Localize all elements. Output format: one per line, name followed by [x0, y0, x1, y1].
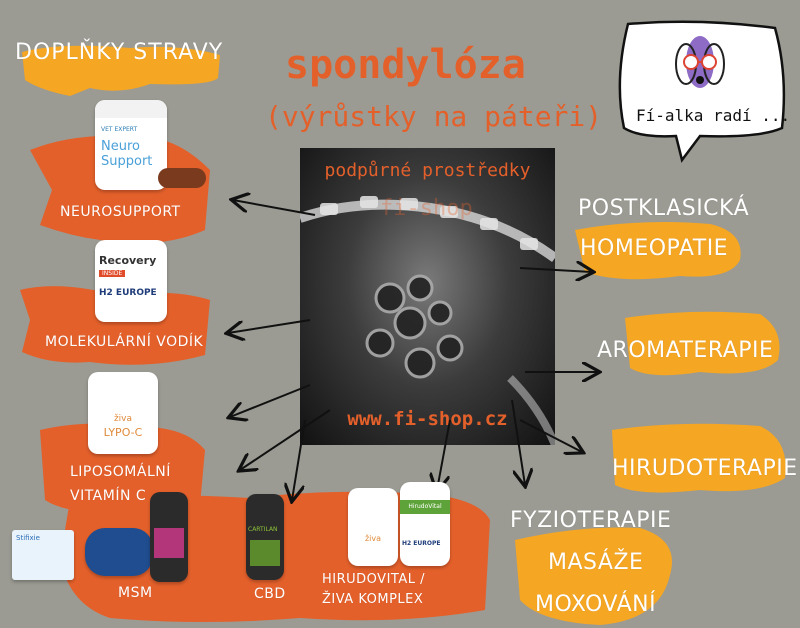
hydrogen-label: MOLEKULÁRNÍ VODÍK: [45, 334, 204, 350]
orange-brush-vitaminc: [40, 423, 205, 514]
yellow-brush-physiotherapy: [515, 527, 672, 625]
arrow-icon: [292, 419, 306, 500]
xray-image: podpůrné prostředky fi-shop www.fi-shop.…: [300, 148, 555, 445]
hirudovital-brand: H2 EUROPE: [402, 540, 441, 547]
arrow-icon: [519, 419, 582, 452]
ziva-komplex-brand: živa: [364, 534, 382, 543]
hirudovital-name: HirudoVital: [400, 500, 450, 514]
arrow-icon: [230, 384, 311, 417]
xray-spine-drawing: [300, 196, 555, 445]
vitaminc-product-image: živa LYPO-C: [88, 372, 158, 454]
cbd-product-image: CARTILAN: [246, 494, 284, 580]
yellow-brush-homeopathy: [575, 222, 741, 280]
neurosupport-brand: VET EXPERT: [101, 126, 138, 133]
vitaminc-name: LYPO-C: [103, 426, 143, 439]
website-link[interactable]: www.fi-shop.cz: [347, 408, 508, 430]
vitaminc-brand: živa: [113, 414, 133, 424]
neurosupport-product-image: VET EXPERT Neuro Support: [95, 100, 167, 190]
arrow-icon: [233, 200, 316, 216]
hirudovital-label-2: ŽIVA KOMPLEX: [322, 592, 424, 607]
msm-box-image: Stifixie: [12, 530, 74, 580]
arrow-icon: [511, 399, 525, 485]
hydrogen-badge: INSIDE: [99, 270, 126, 277]
msm-label: MSM: [118, 585, 153, 601]
therapy-moxibustion: MOXOVÁNÍ: [535, 592, 657, 617]
vitaminc-label-2: VITAMÍN C: [70, 488, 147, 504]
yellow-brush-top-left: [22, 45, 220, 96]
dog-with-glasses-logo: [660, 34, 740, 96]
page-subtitle: (výrůstky na páteři): [265, 100, 603, 133]
bubble-text: Fí-alka radí ...: [636, 106, 791, 125]
treats-image: [158, 168, 206, 188]
hydrogen-name: Recovery: [99, 254, 157, 267]
yellow-brush-hirudotherapy: [612, 423, 786, 493]
page-title: spondylóza: [285, 42, 526, 88]
arrow-icon: [240, 409, 331, 470]
therapy-massage: MASÁŽE: [548, 550, 644, 575]
cartilage-bottle-image: [150, 492, 188, 582]
cbd-name: CARTILAN: [248, 526, 278, 533]
hirudovital-label-1: HIRUDOVITAL /: [322, 572, 425, 587]
neurosupport-name-2: Support: [101, 154, 153, 169]
neurosupport-name-1: Neuro: [101, 139, 140, 154]
therapy-homeopathy-line-2: HOMEOPATIE: [580, 236, 729, 261]
section-title-supplements: DOPLŇKY STRAVY: [15, 40, 224, 65]
therapy-homeopathy-line-1: POSTKLASICKÁ: [578, 196, 750, 221]
hirudovital-product-image: HirudoVital H2 EUROPE: [400, 482, 450, 566]
arrow-icon: [437, 419, 451, 490]
arrow-icon: [228, 319, 311, 333]
hydrogen-product-image: Recovery INSIDE H2 EUROPE: [95, 240, 167, 322]
vitaminc-label-1: LIPOSOMÁLNÍ: [70, 464, 171, 480]
msm-jar-image: [85, 528, 153, 576]
xray-watermark: fi-shop: [380, 196, 473, 221]
ziva-komplex-product-image: živa: [348, 488, 398, 566]
arrow-icon: [519, 268, 592, 272]
neurosupport-label: NEUROSUPPORT: [60, 204, 181, 220]
therapy-physiotherapy: FYZIOTERAPIE: [510, 508, 672, 533]
cbd-label: CBD: [254, 586, 286, 602]
xray-caption: podpůrné prostředky: [324, 160, 531, 181]
therapy-hirudotherapy: HIRUDOTERAPIE: [612, 456, 798, 481]
yellow-brush-aromatherapy: [625, 311, 780, 376]
therapy-aromatherapy: AROMATERAPIE: [597, 338, 774, 363]
hydrogen-brand: H2 EUROPE: [99, 288, 157, 298]
msm-box-text: Stifixie: [16, 534, 40, 542]
